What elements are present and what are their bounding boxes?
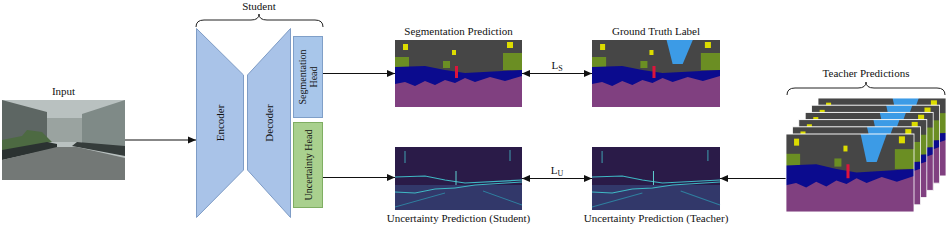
block-label: Encoder — [214, 32, 226, 214]
seghead-node: Segmentation Head — [293, 36, 323, 118]
image-caption: Ground Truth Label — [612, 25, 700, 37]
student-brace — [196, 14, 323, 27]
loss-label: LS — [549, 59, 564, 71]
enc-node: Encoder — [196, 28, 244, 218]
dec-node: Decoder — [247, 28, 291, 218]
block-label: Uncertainty Head — [303, 126, 314, 204]
arrow-connector — [323, 177, 395, 178]
stack-node: Teacher Predictions — [786, 98, 946, 212]
unc-node: Uncertainty Prediction (Student) — [395, 147, 522, 210]
gt-picture — [592, 40, 720, 107]
unc-node: Uncertainty Prediction (Teacher) — [592, 147, 720, 210]
gt-node: Ground Truth Label — [592, 40, 720, 107]
arrow-connector — [522, 73, 592, 74]
street-node: Input — [2, 100, 125, 180]
arrow-connector — [125, 139, 196, 140]
image-caption: Input — [52, 85, 75, 97]
teacher-brace — [787, 82, 945, 95]
unchead-node: Uncertainty Head — [293, 122, 323, 208]
image-caption: Teacher Predictions — [823, 67, 910, 79]
image-caption: Uncertainty Prediction (Teacher) — [582, 212, 730, 225]
loss-label: LU — [549, 164, 566, 176]
street-picture — [2, 100, 125, 180]
arrow-connector — [522, 178, 592, 179]
block-label: Segmentation Head — [297, 40, 319, 114]
group-label: Student — [242, 0, 276, 12]
image-caption: Segmentation Prediction — [404, 25, 512, 37]
stack-picture — [786, 98, 946, 212]
seg-picture — [395, 40, 522, 107]
seg-node: Segmentation Prediction — [395, 40, 522, 107]
unc-picture — [592, 147, 720, 210]
arrow-connector — [323, 73, 395, 74]
image-caption: Uncertainty Prediction (Student) — [385, 212, 532, 225]
unc-picture — [395, 147, 522, 210]
block-label: Decoder — [263, 32, 275, 214]
arrow-connector — [720, 178, 786, 179]
